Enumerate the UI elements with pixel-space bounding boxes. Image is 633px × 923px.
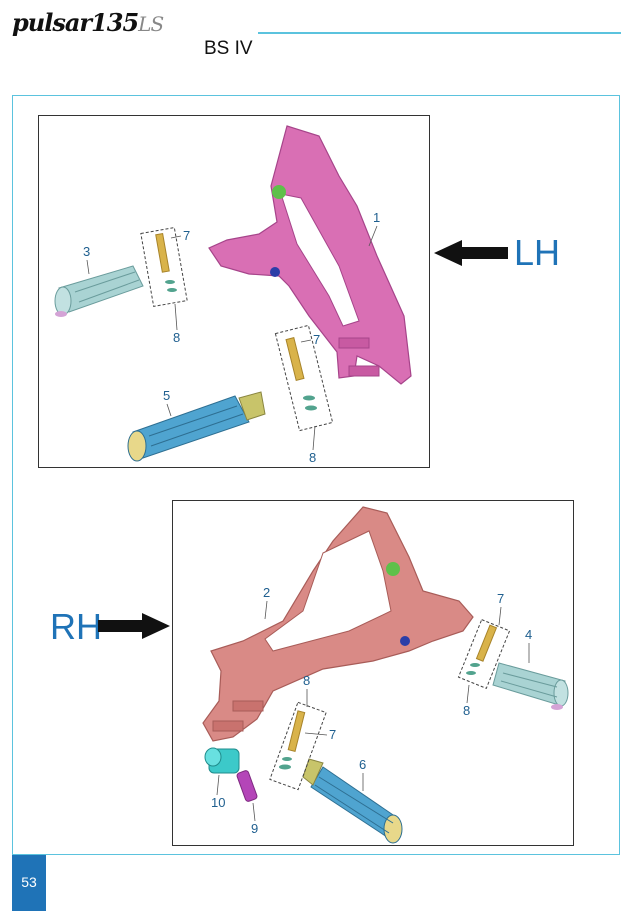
callout-7-right: 7 <box>497 591 504 606</box>
callout-10: 10 <box>211 795 225 810</box>
page-number-box: 53 <box>12 855 46 911</box>
rh-pin-kit-middle <box>269 701 327 791</box>
lh-arrow-icon <box>434 240 508 266</box>
rh-footrest-rear <box>492 662 569 710</box>
lh-footrest-bracket <box>208 125 412 385</box>
callout-8-right: 8 <box>463 703 470 718</box>
lh-label: LH <box>514 232 561 273</box>
callout-2: 2 <box>263 585 270 600</box>
content-frame <box>12 95 620 855</box>
rh-diagram-panel: 2 4 6 7 8 7 8 9 10 <box>172 500 574 846</box>
brand-name: pulsar135 <box>12 8 139 37</box>
callout-5: 5 <box>163 388 170 403</box>
variant-label: BS IV <box>204 38 253 59</box>
lh-diagram-panel: 1 3 5 7 8 7 8 <box>38 115 430 468</box>
rh-pin-kit-right <box>457 618 511 690</box>
callout-7-middle: 7 <box>329 727 336 742</box>
rh-footrest-front <box>302 758 403 844</box>
lh-bracket-bush <box>272 185 286 199</box>
callout-4: 4 <box>525 627 532 642</box>
rh-bolt <box>236 770 258 802</box>
callout-8-middle: 8 <box>303 673 310 688</box>
callout-7-lower: 7 <box>313 332 320 347</box>
callout-6: 6 <box>359 757 366 772</box>
rh-diagram: 2 4 6 7 8 7 8 9 10 <box>202 506 569 844</box>
lh-diagram: 1 3 5 7 8 7 8 <box>54 125 412 465</box>
callout-3: 3 <box>83 244 90 259</box>
callout-9: 9 <box>251 821 258 836</box>
rh-leader-lines <box>216 600 530 822</box>
lh-pin-kit-lower <box>274 324 334 432</box>
lh-footrest-front <box>127 391 266 462</box>
rh-arrow-icon <box>98 613 170 639</box>
lh-bracket-hole <box>270 267 280 277</box>
lh-pin-kit-upper <box>140 227 188 307</box>
brand-header: pulsar135LS BS IV <box>12 8 262 59</box>
callout-1: 1 <box>373 210 380 225</box>
brand-suffix: LS <box>138 12 164 36</box>
callout-7-upper: 7 <box>183 228 190 243</box>
brand-logo: pulsar135LS <box>12 8 164 37</box>
rh-bracket-bush <box>386 562 400 576</box>
rh-footrest-bracket <box>202 506 474 742</box>
callout-8-lower: 8 <box>309 450 316 465</box>
page-number: 53 <box>21 874 37 890</box>
lh-footrest-rear <box>54 265 144 317</box>
lh-leader-lines <box>86 225 378 451</box>
callout-8-upper: 8 <box>173 330 180 345</box>
rh-collar <box>204 747 240 774</box>
header-divider <box>258 32 621 34</box>
rh-bracket-hole <box>400 636 410 646</box>
rh-label: RH <box>50 606 102 647</box>
